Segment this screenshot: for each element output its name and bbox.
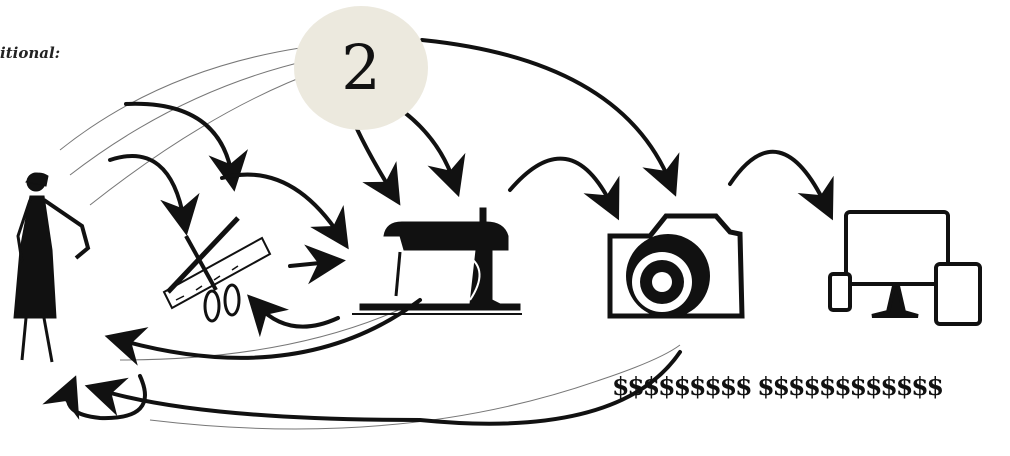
devices-icon bbox=[830, 212, 980, 324]
step-number: 2 bbox=[341, 37, 380, 99]
scissors-and-ruler-icon bbox=[164, 218, 270, 321]
arrow bbox=[100, 352, 680, 424]
arrow bbox=[730, 152, 826, 206]
step-number-badge: 2 bbox=[294, 6, 428, 130]
woman-figure-icon bbox=[14, 173, 88, 362]
arrow bbox=[290, 262, 330, 266]
arrow bbox=[258, 306, 338, 327]
arrow bbox=[510, 159, 612, 206]
arrow bbox=[110, 156, 184, 220]
arrow bbox=[126, 104, 232, 176]
sewing-machine-icon bbox=[352, 208, 522, 314]
arrow bbox=[222, 175, 340, 236]
arrow bbox=[404, 112, 454, 182]
camera-icon bbox=[610, 216, 742, 318]
money-row: $$$$$$$$$ $$$$$$$$$$$$ bbox=[612, 372, 1010, 401]
